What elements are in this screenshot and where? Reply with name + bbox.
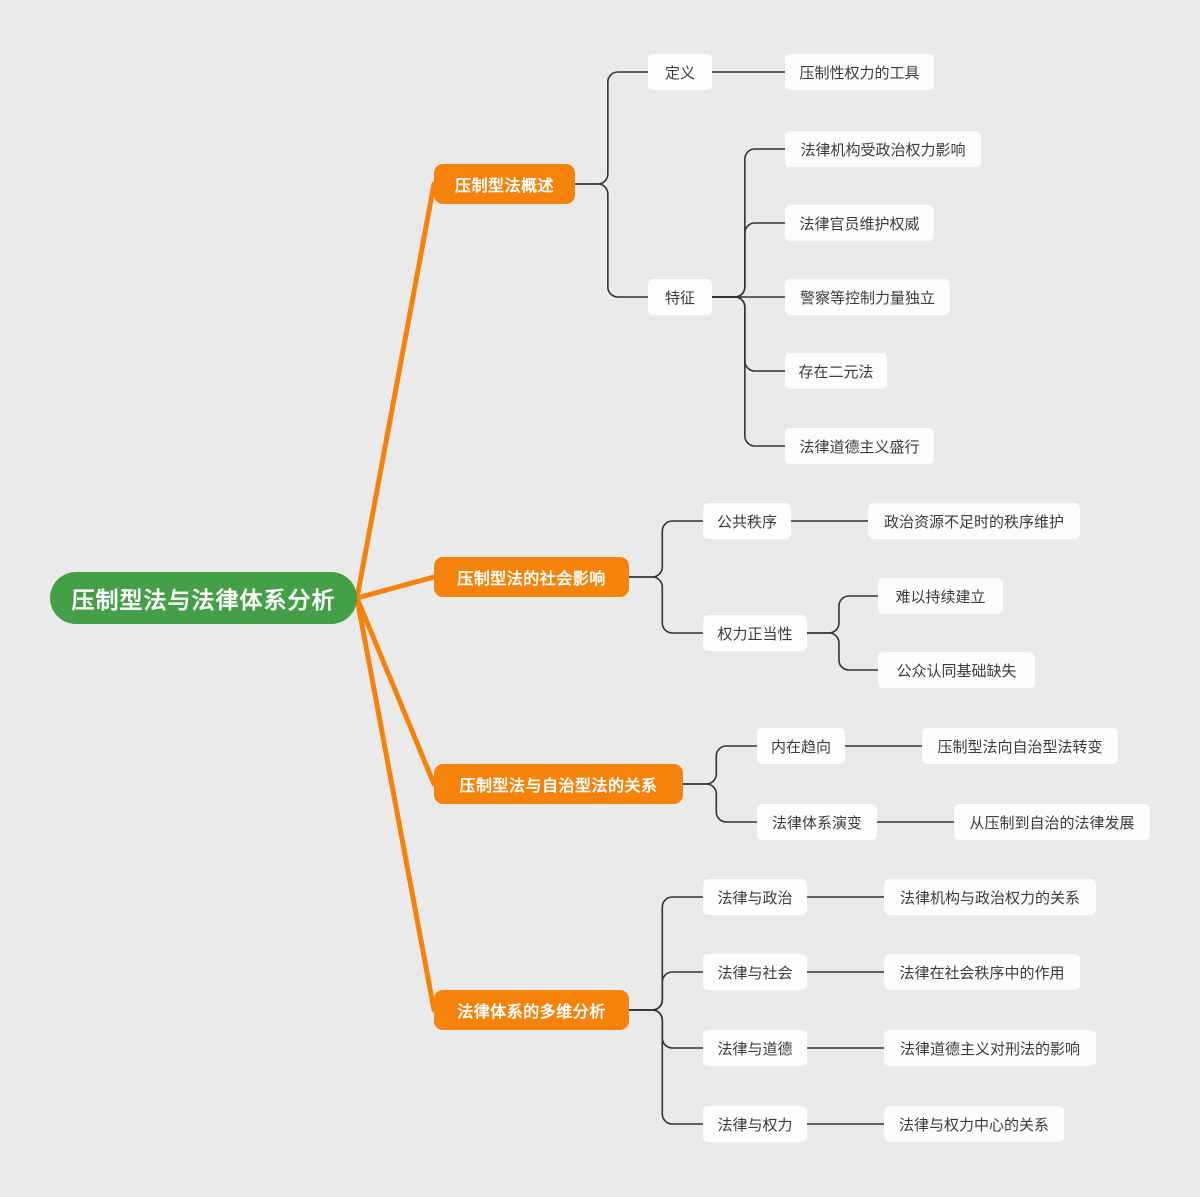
leaf-node-b2-c2-l2[interactable]: 公众认同基础缺失 xyxy=(878,652,1035,688)
leaf-node-b2-c2-label: 权力正当性 xyxy=(717,625,793,643)
leaf-node-b3-c2[interactable]: 法律体系演变 xyxy=(757,804,877,840)
leaf-node-b4-c3-label: 法律与道德 xyxy=(717,1040,793,1058)
leaf-node-b4-c4-l1[interactable]: 法律与权力中心的关系 xyxy=(884,1106,1064,1142)
leaf-node-b1-c1-l1[interactable]: 压制性权力的工具 xyxy=(785,54,934,90)
leaf-node-b4-c2[interactable]: 法律与社会 xyxy=(703,954,807,990)
leaf-node-b3-c1[interactable]: 内在趋向 xyxy=(757,728,845,764)
leaf-node-b1-c1-l1-label: 压制性权力的工具 xyxy=(799,64,920,82)
leaf-node-b4-c3[interactable]: 法律与道德 xyxy=(703,1030,807,1066)
link-b2-c2 xyxy=(628,576,704,634)
leaf-node-b1-c2-l5-label: 法律道德主义盛行 xyxy=(799,438,920,456)
link-b3-c1 xyxy=(682,745,758,785)
link-b4-c4 xyxy=(628,1009,704,1125)
branch-link-4 xyxy=(354,595,437,1013)
leaf-node-b4-c2-l1-label: 法律在社会秩序中的作用 xyxy=(899,964,1065,982)
branch-link-1 xyxy=(354,181,437,601)
link-b2-c1 xyxy=(628,520,704,578)
leaf-node-b3-c2-label: 法律体系演变 xyxy=(771,814,862,832)
leaf-node-b2-c1-l1-label: 政治资源不足时的秩序维护 xyxy=(883,513,1064,531)
link-b3-c2 xyxy=(682,783,758,823)
link-b1-c1 xyxy=(574,71,649,185)
link-b1-c2 xyxy=(574,183,649,298)
branch-node-1-label: 压制型法概述 xyxy=(454,178,554,195)
link-b1-c2-l2 xyxy=(711,222,786,298)
link-b1-c2-l4 xyxy=(711,296,786,372)
leaf-node-b1-c2-l3-label: 警察等控制力量独立 xyxy=(799,289,935,307)
link-b2-c2-l2 xyxy=(806,632,879,671)
leaf-node-b3-c1-l1-label: 压制型法向自治型法转变 xyxy=(937,738,1103,756)
leaf-node-b2-c1-l1[interactable]: 政治资源不足时的秩序维护 xyxy=(868,503,1080,539)
leaf-node-b1-c2-label: 特征 xyxy=(664,289,695,307)
branch-node-1[interactable]: 压制型法概述 xyxy=(434,164,575,204)
root-node-label: 压制型法与法律体系分析 xyxy=(71,587,336,613)
leaf-node-b4-c4-l1-label: 法律与权力中心的关系 xyxy=(898,1116,1049,1134)
leaf-node-b3-c2-l1[interactable]: 从压制到自治的法律发展 xyxy=(954,804,1150,840)
branch-node-3-label: 压制型法与自治型法的关系 xyxy=(459,778,658,795)
leaf-node-b1-c2-l3[interactable]: 警察等控制力量独立 xyxy=(785,279,950,315)
branch-node-4-label: 法律体系的多维分析 xyxy=(457,1004,606,1021)
branch-node-3[interactable]: 压制型法与自治型法的关系 xyxy=(434,764,683,804)
branch-link-3 xyxy=(354,595,437,787)
leaf-node-b4-c2-l1[interactable]: 法律在社会秩序中的作用 xyxy=(884,954,1080,990)
leaf-node-b4-c3-l1[interactable]: 法律道德主义对刑法的影响 xyxy=(884,1030,1096,1066)
leaf-node-b1-c2[interactable]: 特征 xyxy=(648,279,712,315)
leaf-node-b4-c1-l1[interactable]: 法律机构与政治权力的关系 xyxy=(884,879,1096,915)
branch-node-2-label: 压制型法的社会影响 xyxy=(457,571,606,588)
leaf-node-b4-c3-l1-label: 法律道德主义对刑法的影响 xyxy=(899,1040,1080,1058)
leaf-node-b4-c4[interactable]: 法律与权力 xyxy=(703,1106,807,1142)
leaf-node-b1-c1-label: 定义 xyxy=(664,64,695,82)
leaf-node-b1-c2-l5[interactable]: 法律道德主义盛行 xyxy=(785,428,934,464)
root-node[interactable]: 压制型法与法律体系分析 xyxy=(50,572,357,624)
leaf-node-b4-c1-label: 法律与政治 xyxy=(717,889,793,907)
link-b1-c2-l1 xyxy=(711,148,786,298)
branch-node-2[interactable]: 压制型法的社会影响 xyxy=(434,557,629,597)
leaf-node-b4-c4-label: 法律与权力 xyxy=(717,1116,793,1134)
branch-link-2 xyxy=(354,574,437,601)
leaf-node-b2-c2[interactable]: 权力正当性 xyxy=(703,615,807,651)
leaf-node-b3-c1-label: 内在趋向 xyxy=(771,738,832,756)
link-b2-c2-l1 xyxy=(806,595,879,634)
leaf-node-b1-c2-l2-label: 法律官员维护权威 xyxy=(799,215,920,233)
leaf-node-b3-c2-l1-label: 从压制到自治的法律发展 xyxy=(969,814,1135,832)
leaf-node-b1-c2-l1-label: 法律机构受政治权力影响 xyxy=(800,141,966,159)
leaf-node-b1-c2-l1[interactable]: 法律机构受政治权力影响 xyxy=(785,131,981,167)
leaf-node-b1-c1[interactable]: 定义 xyxy=(648,54,712,90)
link-b4-c2 xyxy=(628,971,704,1011)
branch-node-4[interactable]: 法律体系的多维分析 xyxy=(434,990,629,1030)
leaf-node-b2-c1-label: 公共秩序 xyxy=(717,513,778,531)
leaf-node-b2-c1[interactable]: 公共秩序 xyxy=(703,503,791,539)
leaf-node-b4-c2-label: 法律与社会 xyxy=(717,964,793,982)
leaf-node-b2-c2-l2-label: 公众认同基础缺失 xyxy=(896,662,1017,680)
leaf-node-b4-c1[interactable]: 法律与政治 xyxy=(703,879,807,915)
leaf-node-b1-c2-l2[interactable]: 法律官员维护权威 xyxy=(785,205,934,241)
link-b4-c3 xyxy=(628,1009,704,1049)
link-b1-c2-l5 xyxy=(711,296,786,447)
leaf-node-b4-c1-l1-label: 法律机构与政治权力的关系 xyxy=(899,889,1080,907)
link-b4-c1 xyxy=(628,896,704,1011)
leaf-node-b1-c2-l4-label: 存在二元法 xyxy=(798,363,874,381)
leaf-node-b1-c2-l4[interactable]: 存在二元法 xyxy=(785,353,887,389)
leaf-node-b3-c1-l1[interactable]: 压制型法向自治型法转变 xyxy=(922,728,1118,764)
leaf-node-b2-c2-l1-label: 难以持续建立 xyxy=(895,588,986,606)
leaf-node-b2-c2-l1[interactable]: 难以持续建立 xyxy=(878,578,1003,614)
